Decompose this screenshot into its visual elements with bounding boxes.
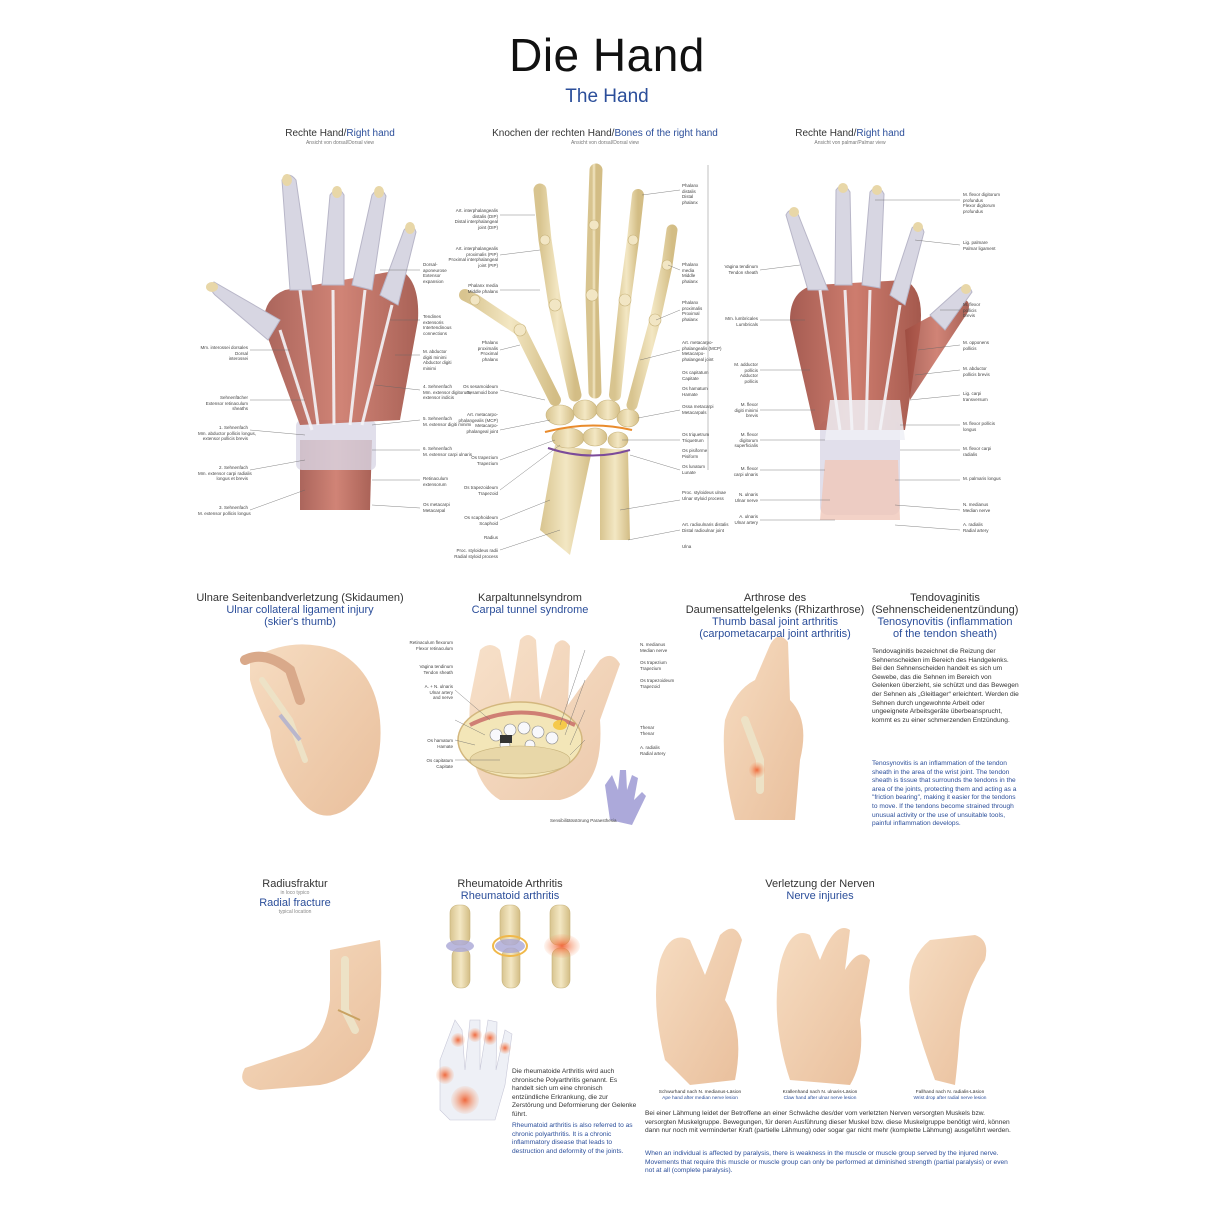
thumb-arthritis-figure: [723, 636, 804, 820]
palmar-label: M. flexor carpi radialis: [963, 446, 992, 457]
carpal-tunnel-figure: [454, 635, 646, 825]
palmar-label: Lig. palmare Palmar ligament: [963, 240, 996, 251]
carpal-paraesthesia-label: Sensibilitätsstörung Paraesthesia: [550, 818, 617, 823]
bones-label: Ulna: [682, 544, 692, 549]
dorsal-label: 1. Sehnenfach Mm. abductor pollicis long…: [198, 425, 257, 442]
palmar-label: N. ulnaris Ulnar nerve: [734, 492, 758, 503]
ulnar-injury-figure: [240, 644, 381, 816]
bones-label: Os capitatum Capitate: [682, 370, 709, 381]
dorsal-panel-header: Rechte Hand/Right hand Ansicht von dorsa…: [285, 128, 395, 146]
palmar-panel-header: Rechte Hand/Right hand Ansicht von palma…: [795, 128, 905, 146]
nerve-section-header: Verletzung der Nerven Nerve injuries: [765, 878, 875, 902]
carpal-label: Os capitatum Capitate: [426, 758, 453, 769]
palmar-label: M. flexor digiti minimi brevis: [734, 402, 758, 419]
bones-panel-header: Knochen der rechten Hand/Bones of the ri…: [492, 128, 718, 146]
tendo-section-header: Tendovaginitis (Sehnenscheidenentzündung…: [871, 592, 1019, 640]
radial-fracture-figure: [242, 940, 382, 1090]
dorsal-label: 2. Sehnenfach Mm. extensor carpi radiali…: [198, 465, 252, 482]
bones-label: Os lunatum Lunate: [682, 464, 706, 475]
palmar-label: M. abductor pollicis brevis: [963, 366, 990, 377]
bones-label: Os sesamoideum Sesamoid bone: [462, 384, 498, 395]
palmar-label: M. palmaris longus: [963, 476, 1001, 481]
nerve-text-en: When an individual is affected by paraly…: [645, 1150, 1008, 1175]
bones-label: Os scaphoideum Scaphoid: [464, 515, 498, 526]
bones-label: Art. metacarpo- phalangealis (MCP) Metac…: [458, 412, 498, 434]
dorsal-label: 5. Sehnenfach M. extensor digiti minimi: [423, 416, 472, 427]
rheuma-section-header: Rheumatoide Arthritis Rheumatoid arthrit…: [457, 878, 563, 902]
bones-label: Phalanx proximalis Proximal phalanx: [477, 340, 498, 362]
palmar-label: M. adductor pollicis Adductor pollicis: [734, 362, 758, 384]
carpal-label: Thenar Thenar: [640, 725, 655, 736]
palmar-label: A. ulnaris Ulnar artery: [734, 514, 758, 525]
bones-label: Proc. styloideus radii Radial styloid pr…: [454, 548, 498, 559]
carpal-label: A. + N. ulnaris Ulnar artery and nerve: [424, 684, 453, 701]
palmar-hand-figure: [759, 183, 973, 531]
carpal-label: Retinaculum flexorum Flexor retinaculum: [409, 640, 453, 651]
palmar-label: M. flexor pollicis brevis: [963, 302, 981, 319]
rheuma-text-en: Rheumatoid arthritis is also referred to…: [512, 1122, 633, 1155]
rheuma-text-de: Die rheumatoide Arthritis wird auch chro…: [512, 1068, 637, 1118]
tendo-text-de: Tendovaginitis bezeichnet die Reizung de…: [872, 648, 1019, 724]
ulnar-section-header: Ulnare Seitenbandverletzung (Skidaumen) …: [196, 592, 404, 628]
carpal-section-header: Karpaltunnelsyndrom Carpal tunnel syndro…: [471, 592, 589, 616]
bones-label: Art. radioulnaris distalis Distal radiou…: [682, 522, 729, 533]
nerve-injury-figures: [656, 928, 987, 1085]
bones-label: Art. metacarpo- phalangealis (MCP) Metac…: [682, 340, 722, 362]
poster-title: Die Hand: [509, 29, 705, 81]
dorsal-label: Tendines extensoris Intertendinous conne…: [423, 314, 452, 336]
palmar-label: A. radialis Radial artery: [963, 522, 989, 533]
carpal-label: Os trapezoideum Trapezoid: [640, 678, 675, 689]
bones-label: Os triquetrum Triquetrum: [682, 432, 710, 443]
palmar-label: M. flexor carpi ulnaris: [733, 466, 758, 477]
bones-label: Os pisiforme Pisiform: [682, 448, 708, 459]
dorsal-label: 6. Sehnenfach M. extensor carpi ulnaris: [423, 446, 473, 457]
dorsal-label: 4. Sehnenfach Mm. extensor digitorum, ex…: [423, 384, 472, 401]
arthrose-section-header: Arthrose des Daumensattelgelenks (Rhizar…: [685, 592, 865, 640]
bones-label: Proc. styloideus ulnae Ulnar styloid pro…: [682, 490, 727, 501]
dorsal-label: M. abductor digiti minimi Abductor digit…: [423, 349, 452, 371]
carpal-label: Vagina tendinum Tendon sheath: [419, 664, 453, 675]
palmar-label: Vagina tendinum Tendon sheath: [724, 264, 758, 275]
bones-label: Art. interphalangealis proximalis (PIP) …: [448, 246, 498, 268]
carpal-label: Os hamatum Hamate: [427, 738, 453, 749]
carpal-label: Os trapezium Trapezium: [640, 660, 667, 671]
palmar-label: N. medianus Median nerve: [963, 502, 991, 513]
bones-label: Os trapezium Trapezium: [471, 455, 498, 466]
bones-label: Os hamatum Hamate: [682, 386, 708, 397]
dorsal-label: Os metacarpi Metacarpal: [423, 502, 450, 513]
bones-figure: [459, 163, 709, 555]
bones-label: Radius: [483, 535, 498, 540]
carpal-label: A. radialis Radial artery: [640, 745, 666, 756]
poster-subtitle: The Hand: [565, 86, 649, 107]
radius-section-header: Radiusfraktur in loco typico Radial frac…: [259, 878, 331, 915]
palmar-label: M. opponens pollicis: [963, 340, 990, 351]
palmar-label: M. flexor digitorum superficialis: [734, 432, 758, 449]
palmar-label: M. flexor pollicis longus: [963, 421, 996, 432]
bones-label: Phalanx proximalis Proximal phalanx: [682, 300, 703, 322]
dorsal-label: Sehnenfächer Extensor retinaculum sheath…: [205, 395, 248, 412]
nerve-text-de: Bei einer Lähmung leidet der Betroffene …: [645, 1110, 1011, 1135]
bones-label: Phalanx media Middle phalanx: [467, 283, 498, 294]
bones-label: Os trapezoideum Trapezoid: [463, 485, 498, 496]
bones-label: Ossa metacarpi Metacarpals: [682, 404, 714, 415]
rheumatoid-figure: [436, 904, 580, 1121]
dorsal-label: Mm. interossei dorsales Dorsal interosse…: [200, 345, 248, 362]
tendo-text-en: Tenosynovitis is an inflammation of the …: [872, 760, 1017, 828]
bones-label: Phalanx media Middle phalanx: [682, 262, 699, 284]
bones-label: Phalanx distalis Distal phalanx: [682, 183, 699, 205]
dorsal-label: Retinaculum extensorum: [423, 476, 449, 487]
carpal-label: N. medianus Median nerve: [640, 642, 668, 653]
dorsal-label: 3. Sehnenfach M. extensor pollicis longu…: [198, 505, 251, 516]
dorsal-hand-figure: [206, 174, 421, 511]
palmar-label: M. flexor digitorum profundus Flexor dig…: [963, 192, 1001, 214]
dorsal-label: Dorsal- aponeurose Extensor expansion: [423, 262, 447, 284]
palmar-label: Mm. lumbricales Lumbricals: [725, 316, 758, 327]
palmar-label: Lig. carpi transversum: [963, 391, 988, 402]
bones-label: Art. interphalangealis distalis (DIP) Di…: [454, 208, 498, 230]
